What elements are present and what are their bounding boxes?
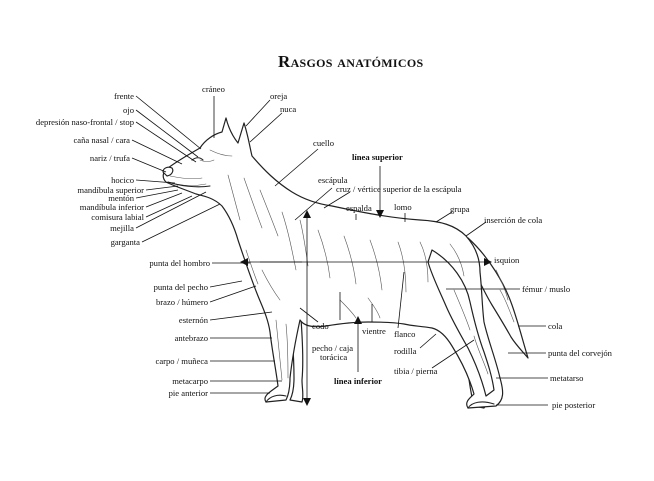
label-brazo: brazo / húmero — [156, 297, 208, 307]
label-linea-superior: línea superior — [352, 152, 403, 162]
label-grupa: grupa — [450, 204, 470, 214]
label-nariz: nariz / trufa — [90, 153, 130, 163]
label-femur: fémur / muslo — [522, 284, 570, 294]
label-stop: depresión naso-frontal / stop — [36, 117, 134, 127]
label-craneo: cráneo — [202, 84, 225, 94]
label-mandibula-inferior: mandíbula inferior — [80, 202, 144, 212]
label-hocico: hocico — [111, 175, 134, 185]
label-rodilla: rodilla — [394, 346, 417, 356]
label-lomo: lomo — [394, 202, 412, 212]
dog-body — [162, 117, 504, 409]
label-menton: mentón — [108, 193, 134, 203]
label-linea-inferior: línea inferior — [334, 376, 382, 386]
labels-left: frente ojo depresión naso-frontal / stop… — [36, 91, 210, 398]
label-punta-hombro: punta del hombro — [149, 258, 210, 268]
label-flanco: flanco — [394, 329, 415, 339]
label-esternon: esternón — [179, 315, 209, 325]
label-metatarso: metatarso — [550, 373, 583, 383]
label-pecho-1: pecho / caja — [312, 343, 353, 353]
label-tibia: tibia / pierna — [394, 366, 438, 376]
label-cola: cola — [548, 321, 562, 331]
label-mejilla: mejilla — [110, 223, 134, 233]
diagram-title: Rasgos anatómicos — [278, 52, 423, 71]
dog-illustration — [162, 117, 529, 409]
arrows — [240, 166, 492, 406]
leader-lines — [131, 95, 548, 406]
label-comisura: comisura labial — [91, 212, 144, 222]
labels-bottom: codo pecho / caja torácica línea inferio… — [312, 321, 438, 386]
dog-nose — [162, 166, 174, 177]
labels-right: cráneo oreja nuca cuello línea superior … — [202, 84, 613, 410]
label-nuca: nuca — [280, 104, 296, 114]
label-pie-anterior: pie anterior — [169, 388, 209, 398]
label-punta-corvejon: punta del corvejón — [548, 348, 613, 358]
label-mandibula-superior: mandíbula superior — [77, 185, 144, 195]
label-metacarpo: metacarpo — [172, 376, 208, 386]
label-isquion: isquion — [494, 255, 520, 265]
label-pie-posterior: pie posterior — [552, 400, 595, 410]
label-carpo: carpo / muñeca — [156, 356, 209, 366]
label-oreja: oreja — [270, 91, 287, 101]
label-pecho-2: torácica — [320, 352, 347, 362]
label-garganta: garganta — [111, 237, 141, 247]
label-frente: frente — [114, 91, 134, 101]
label-insercion-cola: inserción de cola — [484, 215, 542, 225]
label-vientre: vientre — [362, 326, 386, 336]
dog-fur-details — [169, 149, 515, 381]
label-cruz: cruz / vértice superior de la escápula — [336, 184, 462, 194]
label-antebrazo: antebrazo — [175, 333, 208, 343]
label-cana-nasal: caña nasal / cara — [73, 135, 130, 145]
label-cuello: cuello — [313, 138, 334, 148]
dog-tail — [467, 237, 529, 359]
label-codo: codo — [312, 321, 329, 331]
label-escapula: escápula — [318, 175, 348, 185]
label-ojo: ojo — [123, 105, 134, 115]
dog-eye — [191, 157, 204, 161]
label-espalda: espalda — [346, 203, 372, 213]
label-punta-pecho: punta del pecho — [154, 282, 208, 292]
dog-front-paw — [265, 394, 287, 403]
dog-hind-paw — [467, 401, 495, 409]
dog-hind-leg-near — [427, 249, 495, 397]
